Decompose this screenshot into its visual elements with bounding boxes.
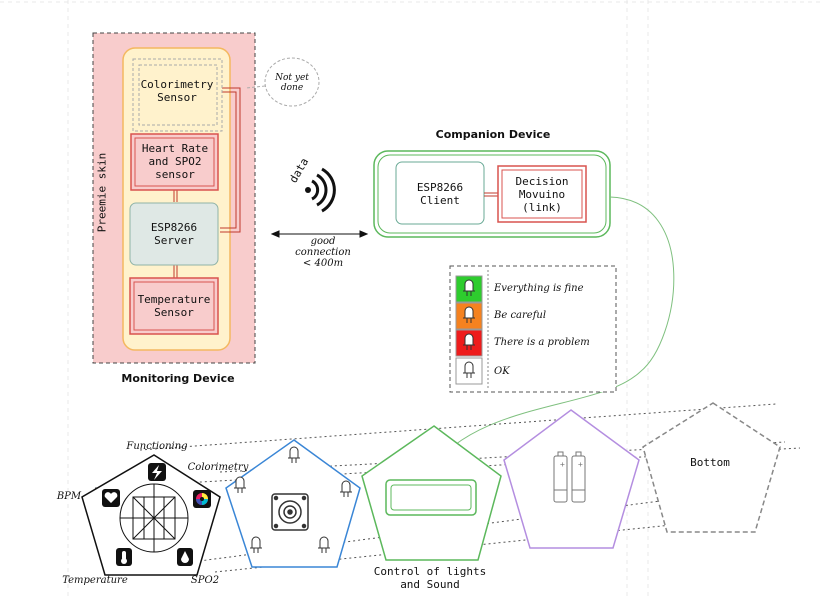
speaker-layer-pentagon[interactable]: [225, 439, 361, 568]
monitoring-device-title: Monitoring Device: [121, 372, 235, 385]
temperature-label: Temperature: [62, 575, 128, 586]
colorimetry-label: Colorimetry: [187, 462, 249, 473]
connection-arrow: [270, 230, 369, 238]
led-icon: [234, 476, 246, 493]
esp8266-server-box[interactable]: [129, 202, 219, 266]
bottom-layer-label: Bottom: [690, 456, 730, 469]
preemie-skin-label: Preemie skin: [95, 152, 109, 233]
legend-label-careful: Be careful: [494, 310, 547, 321]
led-icon: [463, 361, 475, 378]
led-icons: [234, 446, 352, 553]
legend-label-ok: OK: [494, 366, 510, 377]
led-icon: [463, 279, 475, 296]
battery-icon: + +: [553, 451, 586, 503]
battery-layer-pentagon[interactable]: + +: [503, 409, 640, 549]
legend-label-fine: Everything is fine: [494, 283, 584, 294]
speaker-icon: [271, 493, 309, 531]
not-yet-done-cloud: [264, 57, 320, 107]
front-layer-pentagon[interactable]: [81, 454, 221, 576]
heart-rate-sensor-box[interactable]: [130, 133, 219, 191]
led-icon: [463, 333, 475, 350]
led-icon: [250, 536, 262, 553]
control-board: [385, 479, 477, 516]
colorimetry-sensor-box[interactable]: [132, 58, 223, 132]
green-link-curve: [429, 196, 675, 471]
led-icon: [318, 536, 330, 553]
svg-text:+: +: [560, 460, 565, 469]
led-icon: [340, 480, 352, 497]
wireless-signal-icon: [305, 167, 336, 213]
legend-label-problem: There is a problem: [494, 337, 590, 348]
bpm-label: BPM: [56, 491, 82, 502]
led-icon: [288, 446, 300, 463]
led-icon: [463, 306, 475, 323]
decision-movuino-box[interactable]: [497, 165, 587, 223]
control-layer-pentagon[interactable]: [361, 425, 502, 561]
svg-text:+: +: [578, 460, 583, 469]
temperature-sensor-box[interactable]: [129, 277, 219, 335]
spo2-label: SPO2: [190, 575, 220, 586]
functioning-label: Functioning: [126, 441, 188, 452]
companion-device-title: Companion Device: [435, 128, 551, 141]
internal-wires: [173, 87, 241, 278]
legend-swatches: [455, 275, 483, 385]
bottom-layer-pentagon[interactable]: [642, 402, 781, 533]
